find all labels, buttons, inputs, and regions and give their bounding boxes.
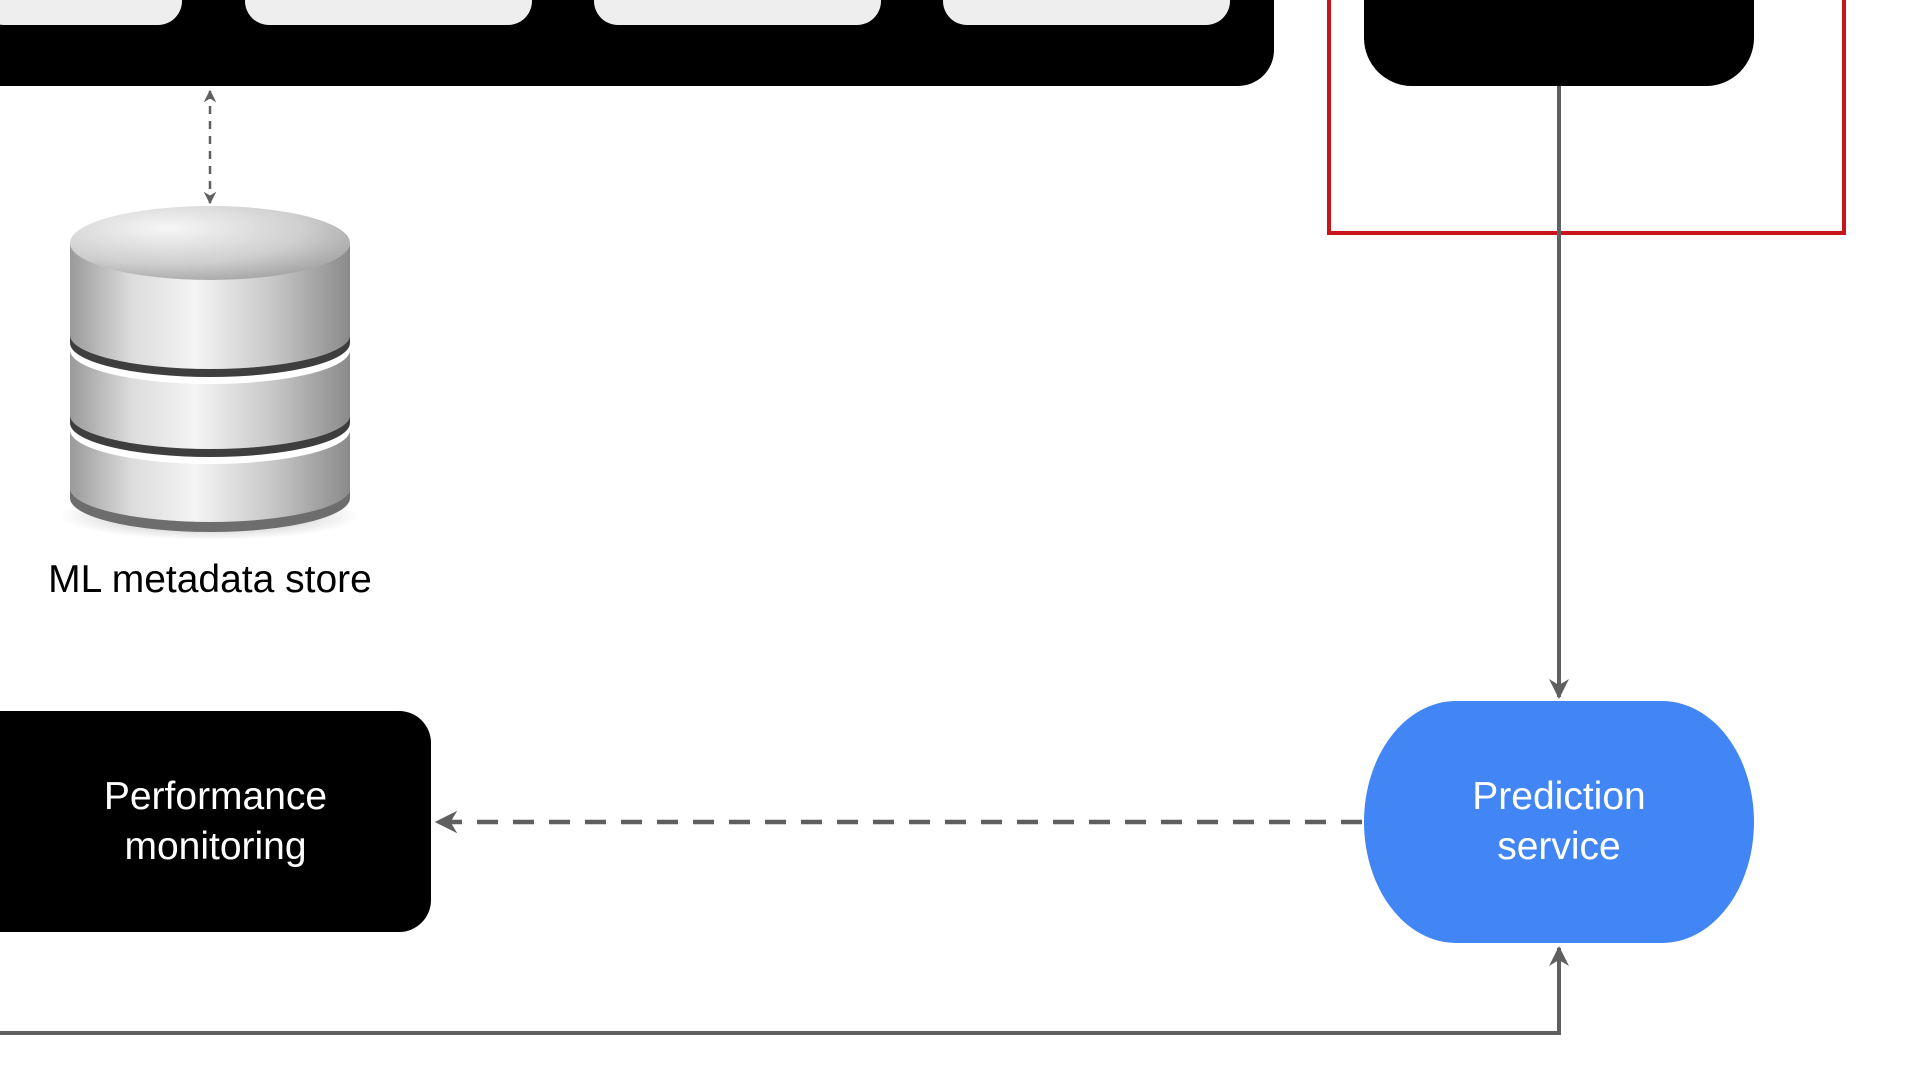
prediction-service-line-2: service [1497, 825, 1621, 868]
database-lower-rim [70, 488, 350, 532]
prediction-service-line-1: Prediction [1472, 775, 1646, 818]
pipeline-step-slot [0, 0, 182, 25]
serving-block [1364, 0, 1754, 86]
database-band [70, 415, 350, 457]
pipeline-step-slot [245, 0, 532, 25]
pipeline-block [0, 0, 1274, 86]
database-icon [60, 206, 360, 540]
database-middle-segment [70, 350, 350, 449]
prediction-service-label: Prediction service [1364, 701, 1754, 943]
pipeline-step-slot [594, 0, 881, 25]
performance-monitoring-line-2: monitoring [124, 824, 307, 868]
database-band [70, 335, 350, 377]
database-top [70, 206, 350, 280]
performance-monitoring-box [0, 711, 431, 932]
performance-monitoring-label: Performance monitoring [0, 711, 431, 932]
prediction-service-box [1364, 701, 1754, 943]
bottom-to-prediction-arrow [0, 946, 1569, 1035]
ml-metadata-store-label: ML metadata store [48, 558, 372, 601]
highlight-frame [1327, 0, 1846, 235]
pipeline-step-slot [943, 0, 1230, 25]
performance-monitoring-line-1: Performance [103, 774, 328, 818]
database-lower-segment [70, 430, 350, 522]
